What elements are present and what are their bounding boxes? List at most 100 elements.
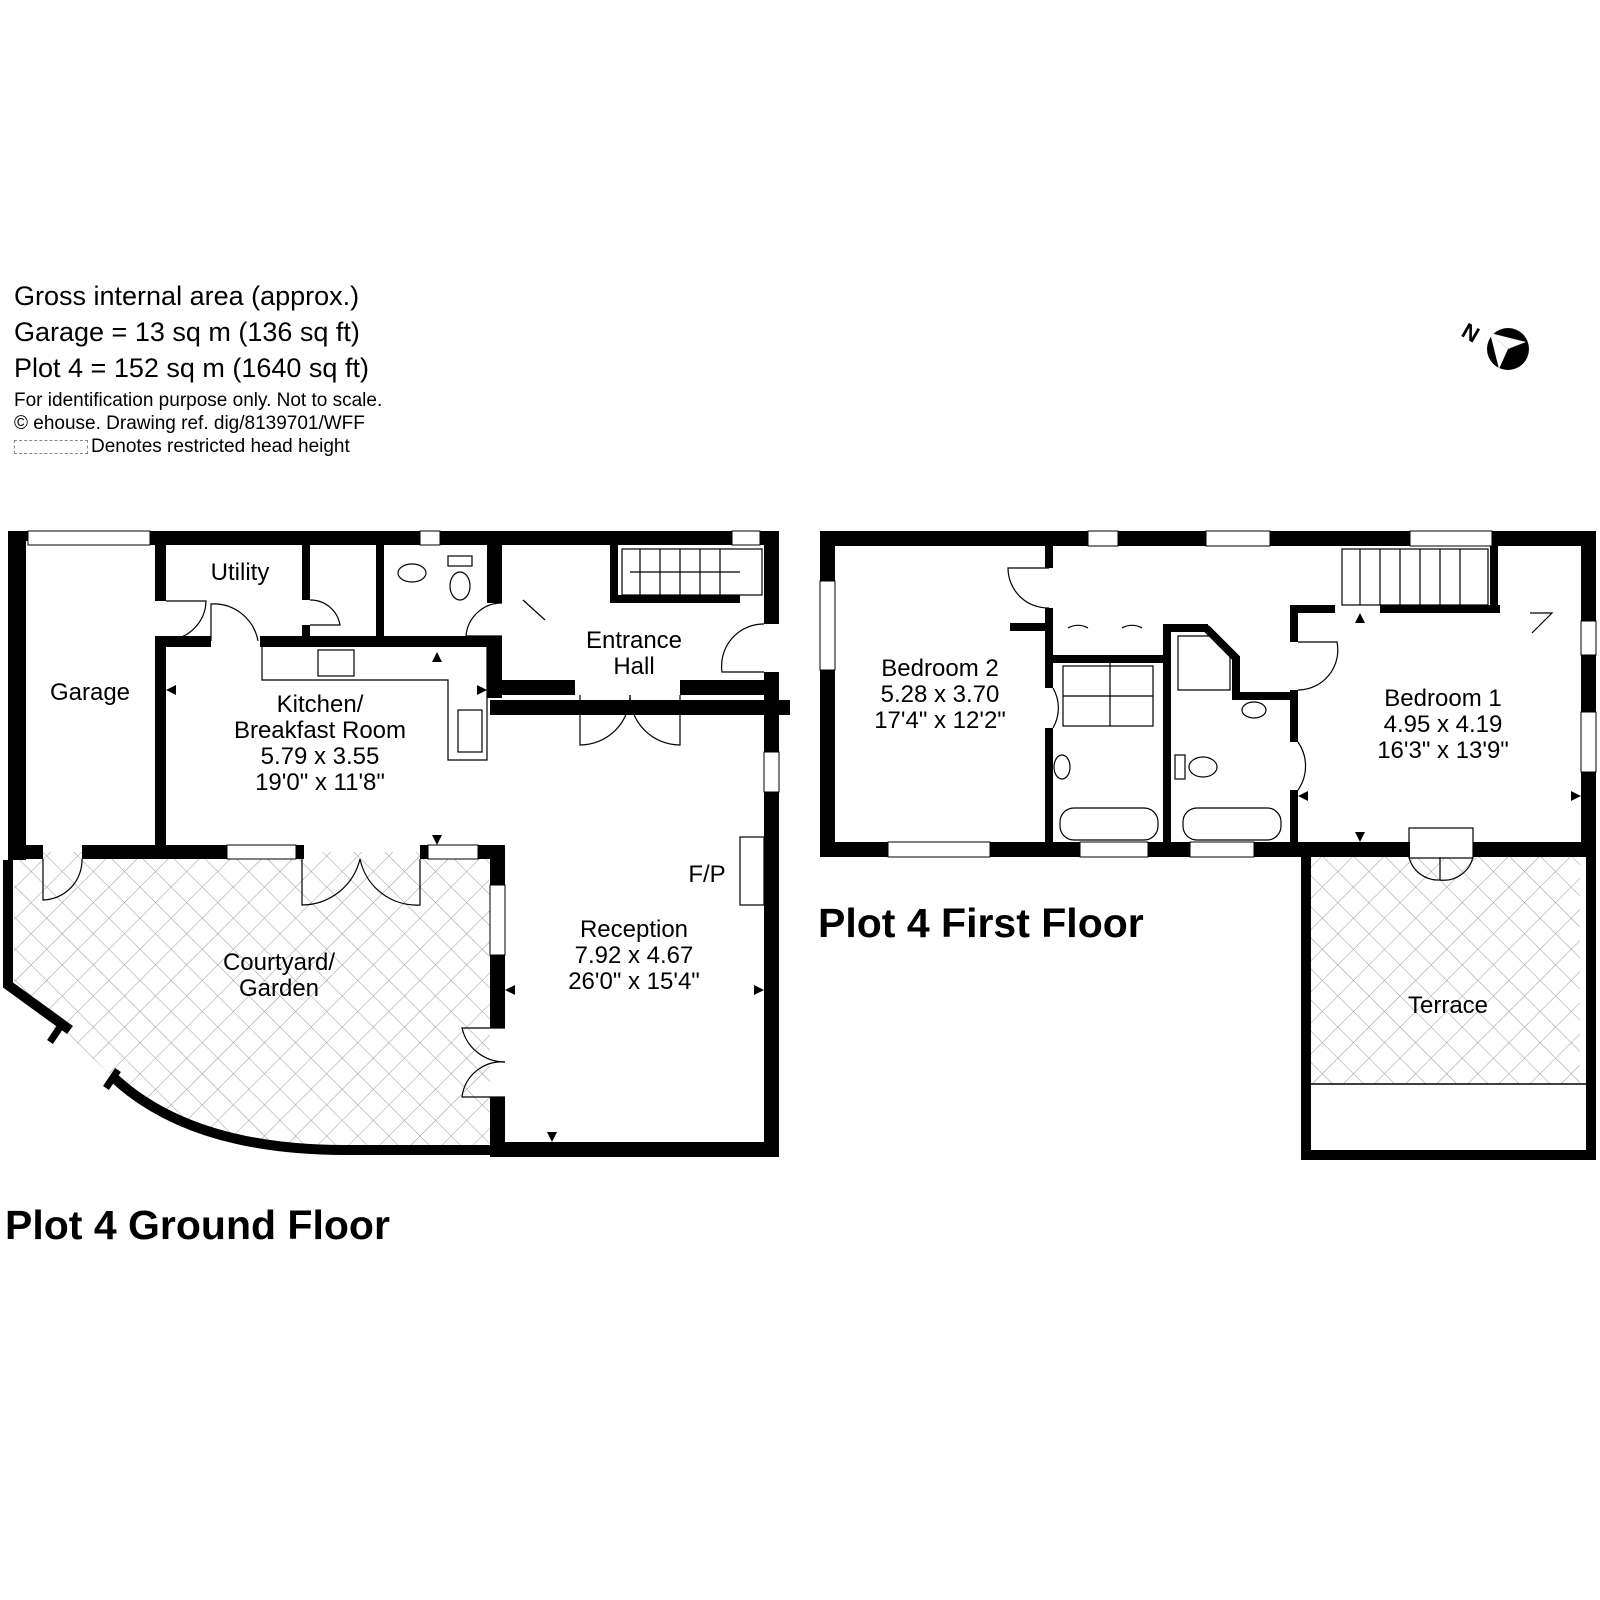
wall [1118,531,1206,546]
sink-icon [457,709,483,753]
kitchen-name-line1: Kitchen/ [277,691,364,718]
terrace-label: Terrace [1408,992,1488,1019]
wall [680,680,775,695]
kitchen-name-line2: Breakfast Room [234,717,406,744]
wc-icon [449,571,471,601]
wall [8,531,28,541]
entrance-name-line1: Entrance [586,627,682,654]
wall [1045,608,1053,688]
wall [8,531,26,860]
wall [1490,546,1498,613]
wall [990,842,1080,857]
first-floor-title: Plot 4 First Floor [818,900,1144,946]
courtyard-name-line2: Garden [239,975,319,1002]
window [1205,530,1271,547]
wall [490,1142,779,1157]
hob-icon [317,649,355,677]
restricted-height-swatch [14,439,88,454]
wall [1045,546,1053,568]
window [819,580,836,671]
garage-label: Garage [50,679,130,706]
first-floor-plan: Bedroom 2 5.28 x 3.70 17'4" x 12'2" Bedr… [818,530,1597,1160]
wall [1473,842,1596,857]
compass-north-label: N [1458,318,1484,348]
reception-name: Reception [580,916,688,943]
wall [1301,1150,1596,1160]
wall [764,531,779,624]
wall [376,545,384,640]
wall [1290,605,1335,613]
wall [820,670,835,857]
bedroom2-name: Bedroom 2 [881,655,998,682]
bedroom1-name: Bedroom 1 [1384,685,1501,712]
wall [1045,655,1163,663]
wall [1581,772,1596,857]
wall [490,680,575,695]
window [1580,620,1597,656]
wall [1163,624,1208,632]
wall [610,595,740,603]
wall [820,842,888,857]
reception-metric: 7.92 x 4.67 [575,942,694,969]
legend-restricted-label: Denotes restricted head height [91,436,350,457]
wall [490,700,790,715]
basin-icon [1053,754,1071,780]
bath-icon [1182,807,1282,841]
wall [820,531,1088,546]
wall [1045,728,1053,845]
reception-imperial: 26'0" x 15'4" [568,968,700,995]
wall [1492,531,1596,546]
courtyard-name-line1: Courtyard/ [223,949,335,976]
ground-floor-title: Plot 4 Ground Floor [5,1202,390,1248]
wall [490,955,505,1028]
window [1409,530,1493,547]
wall [1380,605,1500,613]
disclaimer: For identification purpose only. Not to … [14,390,383,411]
window [1189,841,1255,858]
kitchen-imperial: 19'0" x 11'8" [255,769,385,796]
stairs [1341,548,1489,606]
wall [820,531,835,581]
wall [1010,623,1050,631]
courtyard-hatch [14,852,490,1150]
wall [1290,690,1298,742]
fireplace-icon [739,836,765,906]
window [1580,711,1597,773]
fireplace-label: F/P [688,861,725,888]
wall [487,545,502,603]
wall [260,636,500,647]
wc-icon [1188,756,1218,778]
window [1079,841,1149,858]
garage-area: Garage = 13 sq m (136 sq ft) [14,317,360,347]
window [427,844,479,860]
wall [302,625,310,640]
window [887,841,991,858]
window [419,530,441,546]
drawing-ref: © ehouse. Drawing ref. dig/8139701/WFF [14,413,365,434]
wall [1290,605,1298,642]
wall [1581,531,1596,621]
bath-icon [1059,807,1159,841]
compass-icon: N [1458,318,1529,370]
window [763,751,780,793]
wall [490,1097,505,1157]
wall [420,845,428,859]
window [226,844,297,860]
wall [1290,790,1298,845]
wall [1148,842,1190,857]
window [731,530,761,546]
bedroom2-metric: 5.28 x 3.70 [881,681,1000,708]
bedroom1-metric: 4.95 x 4.19 [1384,711,1503,738]
wall [440,531,732,545]
legend-restricted: Denotes restricted head height [14,437,382,456]
kitchen-metric: 5.79 x 3.55 [261,743,380,770]
wall [478,845,505,859]
wall [1301,842,1311,1160]
wall [1270,531,1410,546]
wall [155,640,166,855]
ground-floor-plan: Utility Garage Kitchen/ Breakfast Room 5… [2,530,790,1248]
wall [155,531,166,601]
area-info: Gross internal area (approx.) Garage = 1… [14,283,382,460]
bedroom1-imperial: 16'3" x 13'9" [1377,737,1509,764]
